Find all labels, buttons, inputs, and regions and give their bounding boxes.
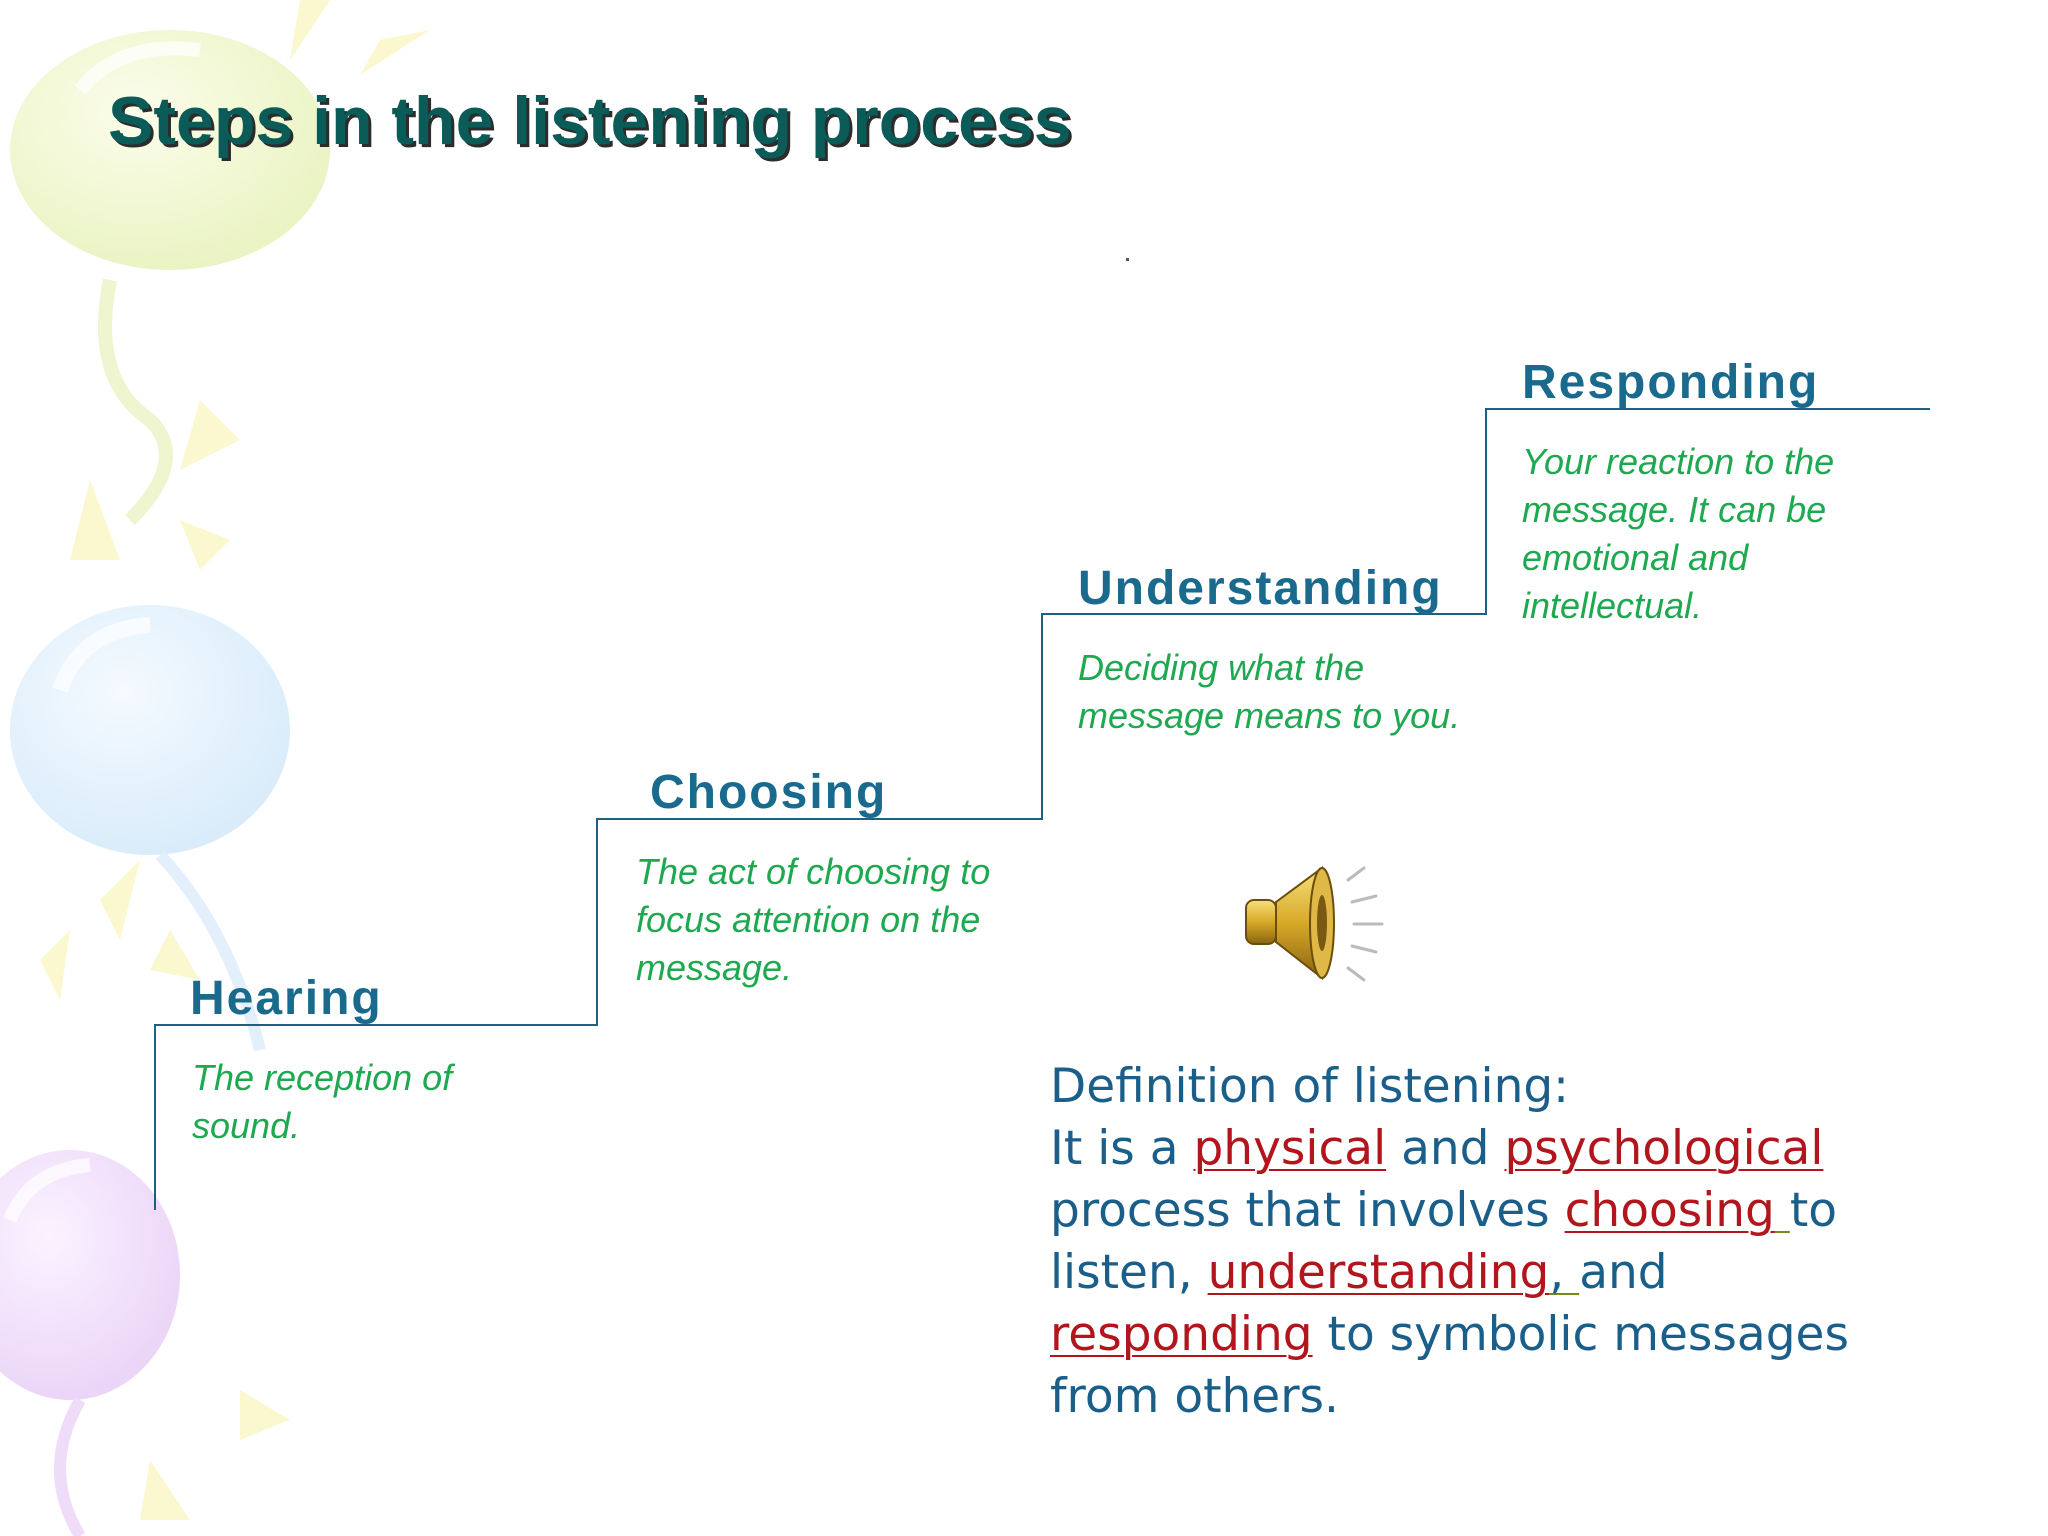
term-understanding: understanding xyxy=(1207,1245,1550,1300)
step-choosing-description: The act of choosing to focus attention o… xyxy=(636,851,991,988)
listening-definition: Definition of listening: It is a physical… xyxy=(1050,1059,1849,1424)
stray-dot xyxy=(1126,258,1129,261)
term-psychological: psychological xyxy=(1504,1121,1824,1176)
definition-text-1: It is a xyxy=(1050,1121,1194,1176)
step-responding-label: Responding xyxy=(1522,356,1820,409)
sun-rays xyxy=(40,0,430,1520)
definition-text-4: to listen, xyxy=(1050,1183,1838,1300)
term-responding: responding xyxy=(1050,1307,1313,1362)
step-hearing-label: Hearing xyxy=(190,972,383,1025)
definition-text-2: and xyxy=(1386,1121,1505,1176)
step-understanding-description: Deciding what the message means to you. xyxy=(1078,647,1461,736)
term-physical: physical xyxy=(1193,1121,1387,1176)
step-hearing-description: The reception of sound. xyxy=(192,1057,453,1146)
definition-text-5: and xyxy=(1579,1245,1668,1300)
definition-heading: Definition of listening: xyxy=(1050,1059,1570,1114)
definition-text-3: process that involves xyxy=(1050,1183,1565,1238)
definition-text-6: to symbolic messages from others. xyxy=(1050,1307,1849,1424)
step-choosing-label: Choosing xyxy=(650,766,888,819)
step-responding-description: Your reaction to the message. It can be … xyxy=(1522,441,1835,626)
slide-title: Steps in the listening process xyxy=(108,83,1072,159)
step-understanding-label: Understanding xyxy=(1078,562,1443,615)
term-choosing: choosing xyxy=(1564,1183,1775,1238)
speaker-icon[interactable] xyxy=(1236,858,1396,988)
